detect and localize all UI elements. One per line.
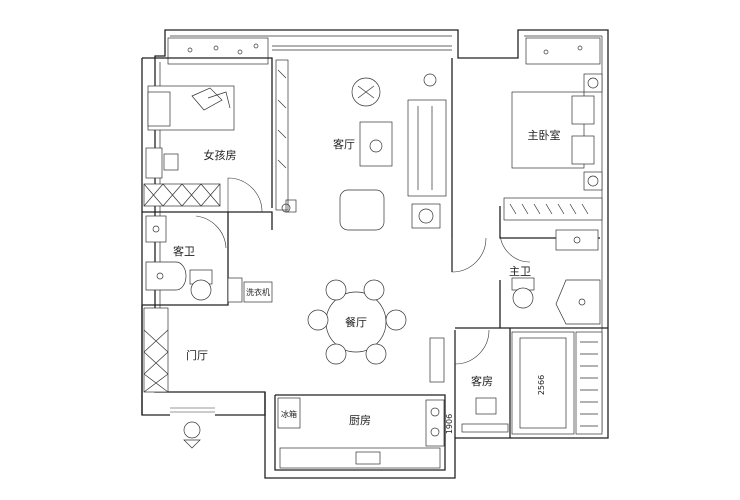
washing-machine-label: 洗衣机 — [246, 287, 270, 297]
entrance-door — [170, 407, 215, 449]
fridge: 冰箱 — [281, 409, 297, 419]
girl-room-wardrobe — [143, 183, 221, 207]
living-room-furniture — [339, 73, 447, 231]
room-label-dining-room: 餐厅 — [345, 315, 367, 329]
dimension-kitchen: 1906 — [445, 414, 454, 434]
room-label-guest-bath: 客卫 — [173, 244, 195, 258]
guest-bath-fixtures — [145, 215, 227, 301]
balcony-right — [525, 37, 601, 65]
wardrobe-strip — [275, 59, 297, 213]
balcony-left — [167, 37, 269, 65]
dining-table — [307, 279, 407, 365]
room-label-master-bedroom: 主卧室 — [528, 128, 561, 142]
guest-room-door — [429, 329, 490, 383]
room-label-kitchen: 厨房 — [349, 414, 371, 427]
washing-machine: 洗衣机 — [243, 281, 273, 303]
fridge-label: 冰箱 — [281, 409, 297, 419]
room-label-girl-room: 女孩房 — [204, 148, 237, 162]
laundry-cabinet — [227, 277, 243, 303]
room-label-foyer: 门厅 — [186, 348, 208, 362]
room-label-master-bath: 主卫 — [509, 265, 531, 278]
guest-room-furniture — [461, 331, 603, 435]
room-label-living-room: 客厅 — [333, 137, 355, 151]
foyer-cabinet — [143, 307, 169, 393]
room-label-guest-room: 客房 — [471, 374, 493, 388]
kitchen-fixtures — [277, 397, 445, 469]
master-bed — [511, 73, 603, 191]
master-bath-fixtures — [511, 229, 601, 325]
girl-room-bed — [147, 85, 235, 131]
girl-room-desk — [145, 147, 179, 179]
master-wardrobe — [503, 197, 603, 221]
dimension-kitchen-text: 1906 — [445, 414, 454, 434]
master-door — [451, 231, 531, 273]
living-window — [272, 45, 452, 51]
girl-room-door — [227, 177, 263, 213]
dimension-guest-room: 2566 — [537, 375, 546, 395]
dimension-guest-room-text: 2566 — [537, 375, 546, 395]
